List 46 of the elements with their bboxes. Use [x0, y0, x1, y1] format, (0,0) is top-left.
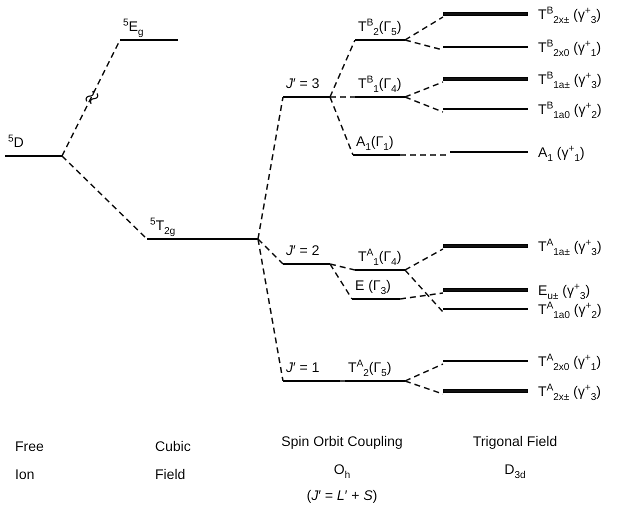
axis-heading: Spin Orbit Coupling — [280, 432, 404, 450]
dashed-connector — [329, 96, 354, 156]
dashed-connector — [404, 81, 444, 98]
dashed-connector — [404, 270, 444, 312]
axis-heading: D$_{3d}$ — [503, 460, 527, 478]
energy-level: $^{5}$D — [5, 133, 62, 157]
dashed-connector — [330, 96, 355, 98]
energy-level: T$^{B}$$_{2}$(Γ$_{5}$) — [355, 17, 405, 41]
energy-level: T$^{A}$$_{1a0}$ (γ$^{+}$$_{2}$) — [443, 300, 602, 318]
dashed-connector — [329, 40, 356, 98]
energy-level: T$^{B}$$_{2x±}$ (γ$^{+}$$_{3}$) — [443, 5, 601, 23]
axis-heading: Cubic Field — [155, 437, 192, 484]
energy-level: T$^{A}$$_{1a±}$ (γ$^{+}$$_{3}$) — [443, 237, 602, 255]
energy-level: J′ = 3 — [283, 74, 330, 98]
energy-level: $^{5}$E$_{g}$ — [120, 17, 178, 41]
axis-heading: Trigonal Field — [472, 432, 558, 450]
energy-level: J′ = 1 — [283, 358, 340, 382]
dashed-connector — [61, 155, 148, 240]
energy-level: J′ = 2 — [283, 241, 330, 265]
energy-level: E$_{u±}$ (γ$^{+}$$_{3}$) — [443, 281, 590, 299]
dashed-connector — [404, 248, 444, 271]
energy-level: A$_{1}$ (γ$^{+}$$_{1}$) — [450, 143, 585, 161]
energy-level: T$^{B}$$_{1a±}$ (γ$^{+}$$_{3}$) — [443, 70, 602, 88]
dashed-connector — [330, 263, 356, 271]
energy-level: T$^{A}$$_{2}$(Γ$_{5}$) — [345, 358, 405, 382]
dashed-connector — [400, 292, 444, 300]
energy-level: A$_{1}$(Γ$_{1}$) — [353, 132, 400, 156]
energy-level: $^{5}$T$_{2g}$ — [147, 216, 258, 240]
dashed-connector — [404, 16, 444, 41]
energy-level: T$^{B}$$_{1}$(Γ$_{4}$) — [355, 74, 405, 98]
dashed-connector — [404, 96, 444, 113]
dashed-connector — [257, 96, 284, 240]
energy-level: T$^{A}$$_{2x0}$ (γ$^{+}$$_{1}$) — [443, 352, 601, 370]
axis-heading: O$_{h}$ — [332, 460, 352, 478]
dashed-connector — [340, 380, 345, 382]
energy-level: T$^{B}$$_{2x0}$ (γ$^{+}$$_{1}$) — [443, 38, 601, 56]
dashed-connector — [329, 264, 353, 300]
axis-heading: (J′ = L′ + S) — [306, 486, 378, 504]
dashed-connector — [257, 238, 284, 382]
energy-level: T$^{B}$$_{1a0}$ (γ$^{+}$$_{2}$) — [443, 100, 602, 118]
energy-level: T$^{A}$$_{1}$(Γ$_{4}$) — [355, 247, 405, 271]
dashed-connector — [404, 363, 444, 382]
axis-heading: Free Ion — [15, 437, 45, 484]
energy-level: T$^{A}$$_{2x±}$ (γ$^{+}$$_{3}$) — [443, 382, 601, 400]
energy-level: E (Γ$_{3}$) — [352, 276, 400, 300]
dashed-connector — [257, 238, 284, 265]
